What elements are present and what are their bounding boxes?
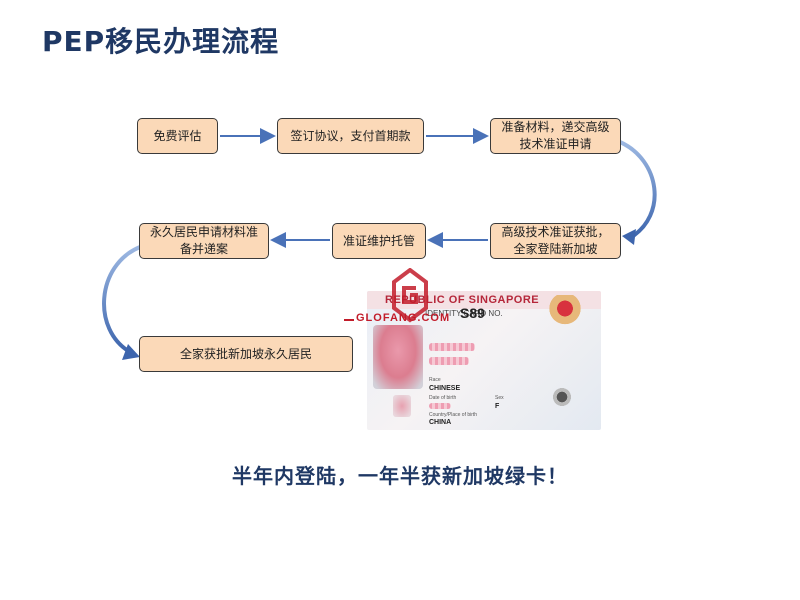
curve-arrow-right-head	[622, 229, 636, 245]
sex-value: F	[495, 403, 500, 410]
watermark-logo-icon	[392, 268, 428, 323]
coat-of-arms-icon	[545, 295, 585, 325]
blurred-dob	[429, 403, 451, 409]
step-pr-approved: 全家获批新加坡永久居民	[139, 336, 353, 372]
card-thumbprint-blurred	[393, 395, 411, 417]
watermark-dash	[344, 319, 354, 321]
card-id-label: IDENTITY CARD NO.	[425, 309, 503, 318]
singapore-ic-card-image: REPUBLIC OF SINGAPORE IDENTITY CARD NO. …	[367, 291, 601, 430]
sex-label: Sex	[495, 395, 504, 401]
step-submit-application: 准备材料，递交高级技术准证申请	[490, 118, 621, 154]
blurred-name-2	[429, 357, 469, 365]
country-label: Country/Place of birth	[429, 412, 478, 418]
country-value: CHINA	[429, 419, 452, 426]
blurred-name	[429, 343, 475, 351]
watermark-text: GLOFANG.COM	[356, 312, 451, 324]
page-title: PEP移民办理流程	[42, 25, 280, 58]
step-pass-approved: 高级技术准证获批，全家登陆新加坡	[490, 223, 621, 259]
curve-arrow-right	[619, 140, 657, 240]
curve-arrow-left	[102, 245, 141, 354]
curve-arrow-left-head	[122, 344, 140, 360]
step-pr-application: 永久居民申请材料准备并递案	[139, 223, 269, 259]
card-photo-blurred	[373, 325, 423, 389]
race-label: Race	[429, 377, 441, 383]
lion-emblem-icon	[551, 387, 573, 407]
step-free-assessment: 免费评估	[137, 118, 218, 154]
card-header-text: REPUBLIC OF SINGAPORE	[385, 294, 540, 306]
tagline: 半年内登陆，一年半获新加坡绿卡！	[232, 464, 568, 488]
card-id-number: S89	[460, 305, 485, 321]
race-value: CHINESE	[429, 385, 461, 392]
step-sign-agreement: 签订协议，支付首期款	[277, 118, 424, 154]
step-pass-maintenance: 准证维护托管	[332, 223, 426, 259]
dob-label: Date of birth	[429, 395, 457, 401]
